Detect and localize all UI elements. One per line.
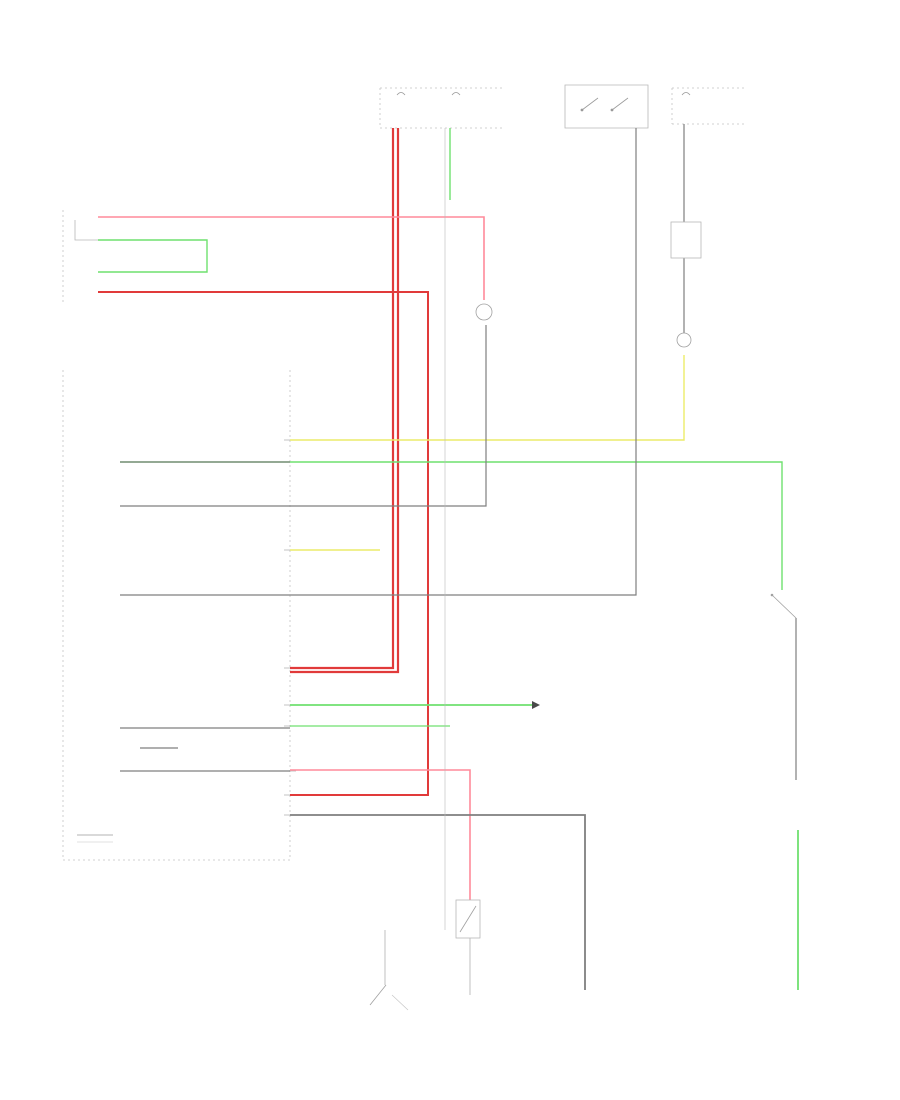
- wire-pink-top: [98, 216, 485, 300]
- bulb-right: [676, 332, 692, 348]
- fuse-icon: [681, 92, 691, 96]
- bulb-icon: [475, 303, 493, 321]
- wire-green-main: [120, 461, 783, 590]
- switch-icon: [369, 984, 387, 1006]
- wires: [98, 124, 799, 995]
- switch-icon: [459, 905, 477, 933]
- bulb-icon: [676, 332, 692, 348]
- fuse-icon: [396, 92, 461, 96]
- bulb-mid: [475, 303, 493, 321]
- wire-green-jb: [98, 239, 208, 273]
- wire-gray-mid: [120, 325, 487, 507]
- wire-pink-low: [290, 769, 471, 900]
- wire-gray-bottom: [290, 814, 586, 990]
- ignition-switch: [564, 84, 649, 129]
- door-switch: [770, 593, 797, 619]
- wire-yellow-1: [290, 355, 685, 441]
- fuse-box-top-left: [379, 87, 505, 129]
- control-module: [62, 370, 296, 861]
- wire-red-main: [290, 128, 395, 670]
- junction-box-left: [62, 210, 98, 305]
- switch-bottom-mid: [455, 899, 481, 939]
- wire-red-loop: [98, 291, 429, 796]
- destination-arrow: [532, 701, 540, 709]
- wire-gray-ign: [120, 128, 637, 596]
- relay-box-right: [670, 221, 702, 259]
- wire-red-main-2: [290, 128, 400, 674]
- switch-bottom-left: [369, 984, 409, 1011]
- fuse-box-top-right: [671, 87, 745, 125]
